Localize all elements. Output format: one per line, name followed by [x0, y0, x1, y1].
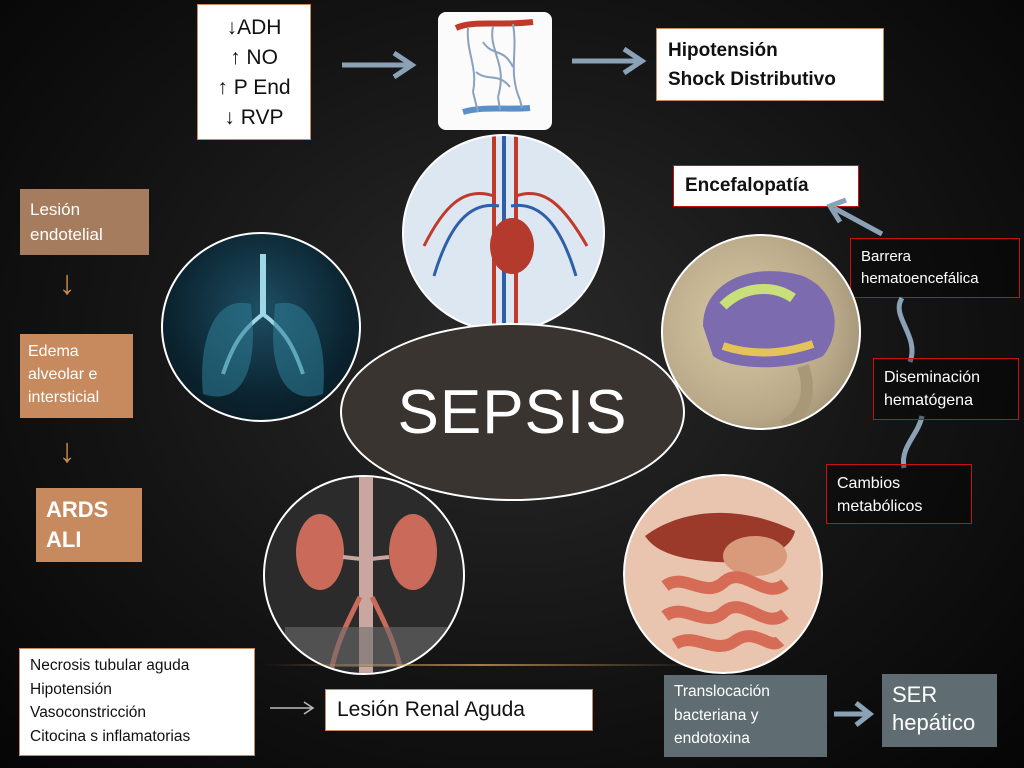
edema-line-3: intersticial	[28, 389, 100, 406]
cause-line-2: Hipotensión	[30, 680, 112, 698]
metabolic-changes-box: Cambios metabólicos	[826, 464, 972, 524]
adh-line: ↓ADH	[226, 16, 282, 39]
bacterial-translocation-box: Translocación bacteriana y endotoxina	[664, 675, 827, 757]
no-line: ↑ NO	[230, 46, 278, 69]
translocation-line-2: bacteriana y	[674, 706, 759, 724]
edema-line-1: Edema	[28, 343, 79, 360]
cause-line-3: Vasoconstricción	[30, 704, 147, 721]
arrow-right-icon	[270, 701, 315, 715]
edema-line-2: alveolar e	[28, 366, 98, 383]
endothelial-injury-box: Lesión endotelial	[20, 189, 149, 255]
translocation-line-3: endotoxina	[674, 730, 750, 747]
ards-box: ARDS ALI	[36, 488, 142, 562]
abdomen-image	[623, 474, 823, 674]
spread-line-2: hematógena	[884, 392, 973, 409]
encephalopathy-box: Encefalopatía	[673, 165, 859, 207]
sepsis-label: SEPSIS	[397, 377, 628, 447]
connector-curve	[896, 296, 925, 469]
alveolar-edema-box: Edema alveolar e intersticial	[20, 334, 133, 418]
ali-text: ALI	[46, 527, 82, 552]
barrier-line-1: Barrera	[861, 248, 912, 265]
divider-glow	[260, 664, 700, 666]
hepatic-res-box: SER hepático	[882, 674, 997, 747]
p-end-line: ↑ P End	[217, 76, 291, 99]
metabolic-line-1: Cambios	[837, 475, 901, 492]
hypotension-box: Hipotensión Shock Distributivo	[656, 28, 884, 101]
cause-line-1: Necrosis tubular aguda	[30, 657, 190, 674]
barrier-line-2: hematoencefálica	[861, 270, 979, 287]
arrow-down-icon: ↓	[58, 432, 76, 470]
arrow-right-icon	[834, 701, 875, 727]
lungs-image	[161, 232, 361, 422]
arrow-right-icon	[572, 46, 647, 76]
hepatic-text: hepático	[892, 710, 976, 735]
rvp-line: ↓ RVP	[224, 106, 284, 129]
encephalopathy-text: Encefalopatía	[685, 175, 809, 196]
ser-text: SER	[892, 682, 938, 707]
cause-line-4: Citocina s inflamatorias	[30, 727, 191, 745]
translocation-line-1: Translocación	[674, 683, 770, 700]
arrow-up-left-icon	[826, 197, 884, 237]
heart-vessels-image	[402, 134, 605, 332]
endothelial-line-1: Lesión	[30, 200, 81, 219]
spread-line-1: Diseminación	[884, 369, 981, 386]
endothelial-line-2: endotelial	[30, 225, 103, 244]
arrow-right-icon	[342, 50, 417, 80]
metabolic-line-2: metabólicos	[837, 498, 923, 515]
ards-text: ARDS	[46, 497, 109, 522]
blood-brain-barrier-box: Barrera hematoencefálica	[850, 238, 1020, 298]
hypotension-text: Hipotensión	[668, 40, 778, 61]
arrow-down-icon: ↓	[58, 264, 76, 302]
hematogenous-spread-box: Diseminación hematógena	[873, 358, 1019, 420]
kidneys-image	[263, 475, 465, 675]
kidney-causes-box: Necrosis tubular aguda Hipotensión Vasoc…	[19, 648, 255, 756]
distributive-shock-text: Shock Distributivo	[668, 69, 836, 90]
brain-image	[661, 234, 861, 430]
acute-kidney-injury-text: Lesión Renal Aguda	[337, 698, 525, 721]
capillary-network-image	[438, 12, 552, 130]
acute-kidney-injury-box: Lesión Renal Aguda	[325, 689, 593, 731]
vasoactive-changes-box: ↓ADH ↑ NO ↑ P End ↓ RVP	[197, 4, 311, 140]
sepsis-oval: SEPSIS	[340, 323, 685, 501]
